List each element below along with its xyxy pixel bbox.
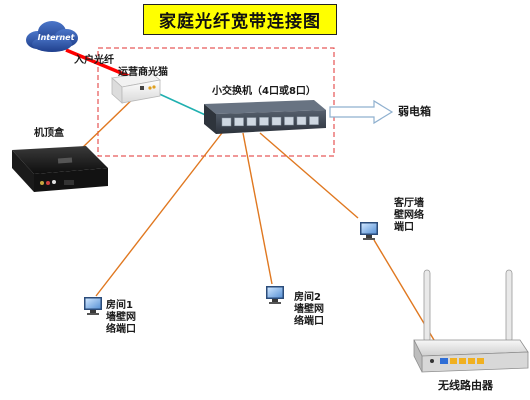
weak-box-outline <box>97 47 335 157</box>
network-switch-icon <box>204 100 326 134</box>
weak-box-label: 弱电箱 <box>398 105 431 118</box>
monitor-wall-port-icon <box>84 222 378 315</box>
switch-port <box>271 116 282 126</box>
wireless-router-icon <box>413 269 529 373</box>
stb-label: 机顶盒 <box>34 128 64 139</box>
weak-box-arrow <box>329 99 394 125</box>
living-port-label: 客厅墙 壁网络 端口 <box>394 198 424 233</box>
switch-port <box>259 117 269 126</box>
uplink-line <box>154 91 213 119</box>
switch-port <box>234 117 244 127</box>
router-label: 无线路由器 <box>438 379 493 392</box>
switch-port <box>309 116 319 125</box>
modem-label: 运营商光猫 <box>118 67 168 78</box>
living-cable <box>259 132 359 219</box>
page-title: 家庭光纤宽带连接图 <box>143 4 337 35</box>
set-top-box-icon <box>12 146 108 192</box>
room2-port-label: 房间2 墙壁网 络端口 <box>294 292 324 327</box>
fiber-line <box>65 48 139 82</box>
fiber-in-label: 入户光纤 <box>74 55 114 66</box>
room2-cable <box>242 132 273 285</box>
room1-cable <box>95 132 223 297</box>
switch-label: 小交换机（4口或8口） <box>212 86 316 97</box>
switch-port <box>296 116 307 126</box>
fiber-modem-icon <box>111 71 161 104</box>
room1-port-label: 房间1 墙壁网 络端口 <box>106 300 136 335</box>
cloud-icon <box>26 21 78 52</box>
switch-port <box>221 117 232 127</box>
internet-label: Internet <box>37 33 75 42</box>
switch-port <box>284 116 294 126</box>
switch-port <box>246 117 257 126</box>
